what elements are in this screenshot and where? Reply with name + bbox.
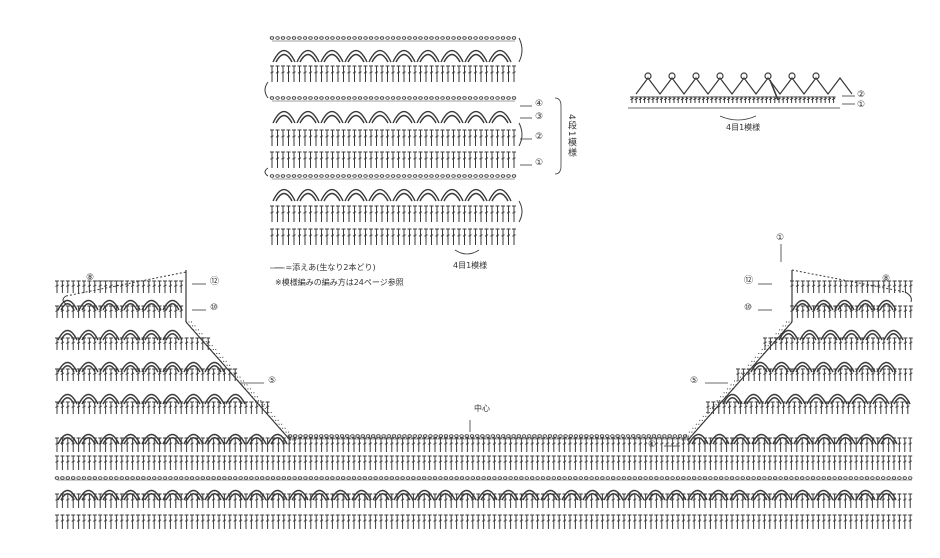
right-mark-10: ⑩ — [744, 303, 753, 313]
edge-row-marker-1: ① — [857, 100, 866, 110]
row-marker-4: ④ — [535, 99, 544, 109]
row-marker-3: ③ — [535, 112, 544, 122]
main-swatch — [264, 36, 562, 269]
legend-line-1: ― =添えあ(生なり2本どり) — [275, 263, 376, 272]
left-mark-12: ⑫ — [210, 277, 220, 287]
right-mark-1-bottom: ① — [648, 440, 657, 450]
edge-swatch — [628, 72, 855, 121]
right-mark-12: ⑫ — [744, 276, 754, 286]
right-mark-5: ⑤ — [690, 376, 699, 386]
legend-line-2: ※模様編みの編み方は24ページ参照 — [275, 278, 404, 287]
left-mark-5: ⑤ — [268, 376, 277, 386]
center-label: 中心 — [474, 404, 490, 413]
vertical-repeat-label: 4段1模様 — [566, 114, 576, 158]
edge-row-marker-2: ② — [857, 90, 866, 100]
left-mark-10: ⑩ — [210, 303, 219, 313]
body-chart — [54, 244, 913, 529]
edge-horizontal-repeat-label: 4目1模様 — [726, 123, 761, 132]
main-horizontal-repeat-label: 4目1模様 — [453, 261, 488, 270]
left-mark-8: ⑧ — [86, 273, 95, 283]
row-marker-2: ② — [535, 132, 544, 142]
right-mark-1-top: ① — [776, 233, 785, 243]
row-marker-1: ① — [535, 158, 544, 168]
right-mark-8: ⑧ — [882, 274, 891, 284]
